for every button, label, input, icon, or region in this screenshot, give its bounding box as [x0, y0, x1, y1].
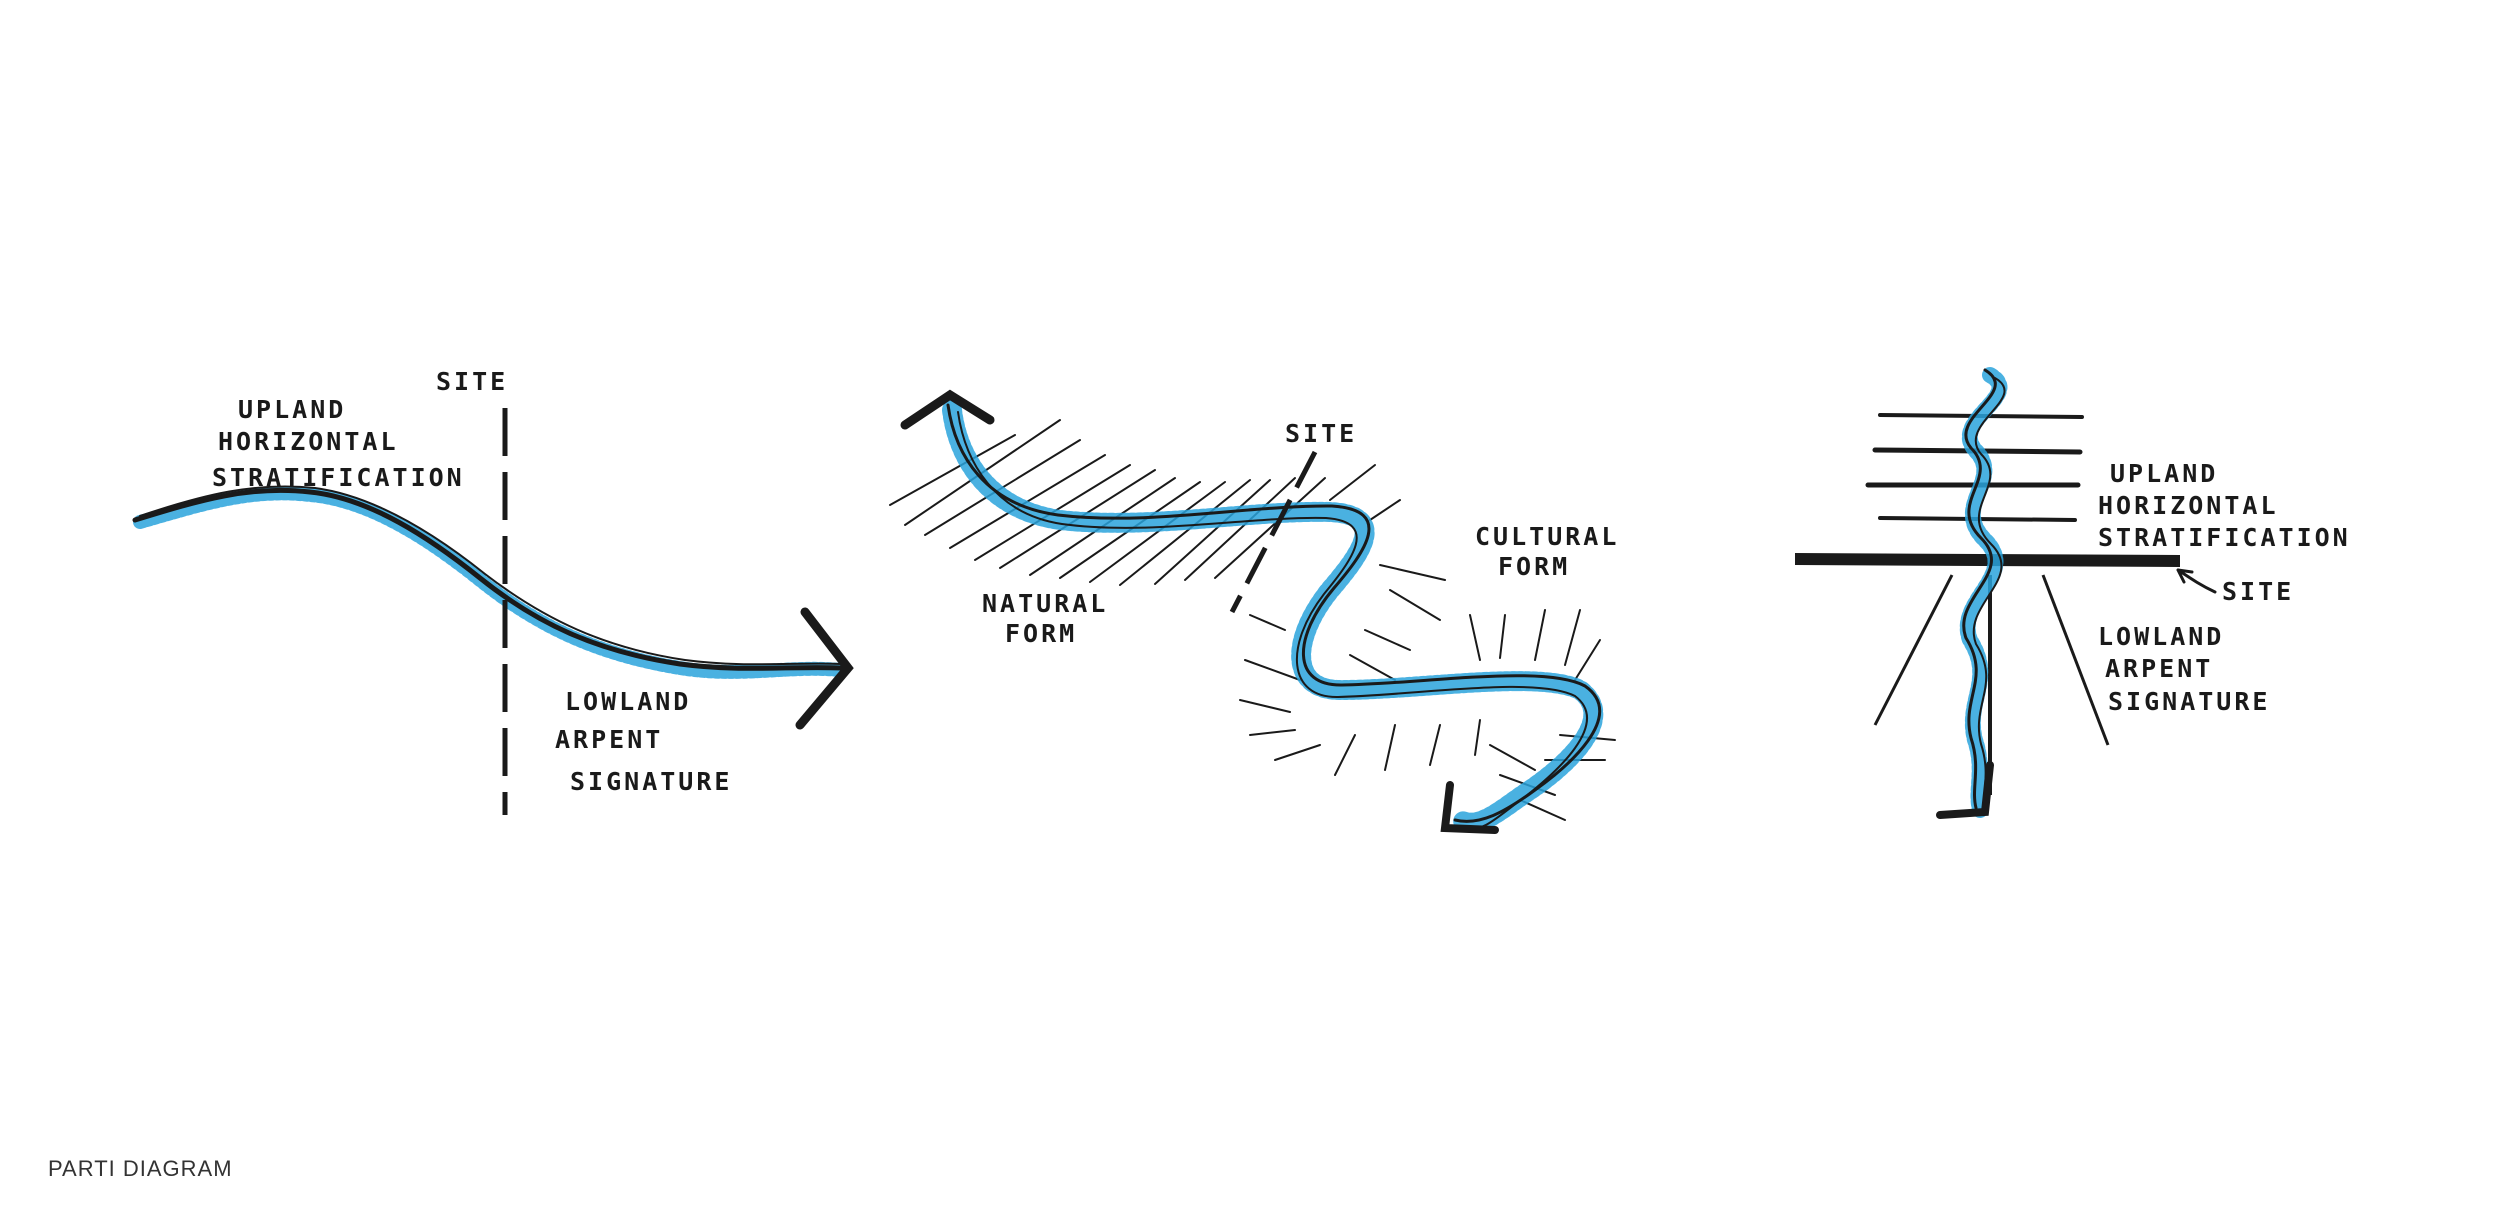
sketch3-label-upland-1: UPLAND — [2110, 459, 2218, 488]
sketch1-arrow-head — [795, 607, 854, 730]
sketch1-label-upland-2: HORIZONTAL — [218, 427, 399, 456]
sketch-vertical-stratification: UPLAND HORIZONTAL STRATIFICATION SITE LO… — [1795, 367, 2351, 819]
sketch1-label-lowland-1: LOWLAND — [565, 687, 691, 716]
sketch3-label-lowland-3: SIGNATURE — [2108, 687, 2270, 716]
sketch2-cultural-hatching — [1239, 464, 1616, 821]
sketch3-label-upland-2: HORIZONTAL — [2098, 491, 2279, 520]
sketch1-label-site: SITE — [436, 367, 508, 396]
sketch3-label-upland-3: STRATIFICATION — [2098, 523, 2351, 552]
sketch-section-slope: UPLAND HORIZONTAL STRATIFICATION SITE LO… — [132, 367, 854, 815]
sketch2-arrow-head-top — [900, 389, 995, 430]
sketch3-label-site: SITE — [2222, 577, 2294, 606]
sketch2-label-natural-1: NATURAL — [982, 589, 1108, 618]
sketch3-label-lowland-2: ARPENT — [2105, 654, 2213, 683]
sketch3-site-pointer-arrow — [2176, 568, 2217, 594]
sketch1-label-upland-3: STRATIFICATION — [212, 463, 465, 492]
sketch3-label-lowland-1: LOWLAND — [2098, 622, 2224, 651]
sketch1-ridge-line-2 — [139, 485, 843, 666]
sketch2-river-wash — [942, 400, 1604, 833]
sketch1-label-lowland-2: ARPENT — [555, 725, 663, 754]
sketch3-lowland-line-left — [1873, 574, 1954, 726]
sketch3-river-line-2 — [1972, 377, 2006, 813]
sketch2-river-line — [946, 403, 1602, 823]
sketch2-site-line — [1229, 450, 1318, 614]
sketch3-river-wash — [1959, 367, 2008, 818]
sketch2-label-cultural-2: FORM — [1498, 552, 1570, 581]
sketch1-label-lowland-3: SIGNATURE — [570, 767, 732, 796]
page-caption: PARTI DIAGRAM — [48, 1156, 233, 1181]
sketch2-label-site: SITE — [1285, 419, 1357, 448]
sketch1-river-wash — [133, 486, 847, 679]
sketch3-arrow-head — [1936, 761, 1994, 819]
sketch2-label-natural-2: FORM — [1005, 619, 1077, 648]
sketch1-ridge-line — [132, 487, 845, 671]
sketch3-lowland-line-right — [2041, 574, 2110, 746]
sketch1-label-upland-1: UPLAND — [238, 395, 346, 424]
sketch2-river-line-2 — [957, 411, 1588, 830]
sketch-plan-meander: SITE NATURAL FORM CULTURAL FORM — [889, 389, 1619, 834]
sketch3-river-line — [1962, 368, 1997, 810]
sketch2-label-cultural-1: CULTURAL — [1475, 522, 1619, 551]
sketch2-arrow-head-bottom — [1440, 781, 1499, 834]
